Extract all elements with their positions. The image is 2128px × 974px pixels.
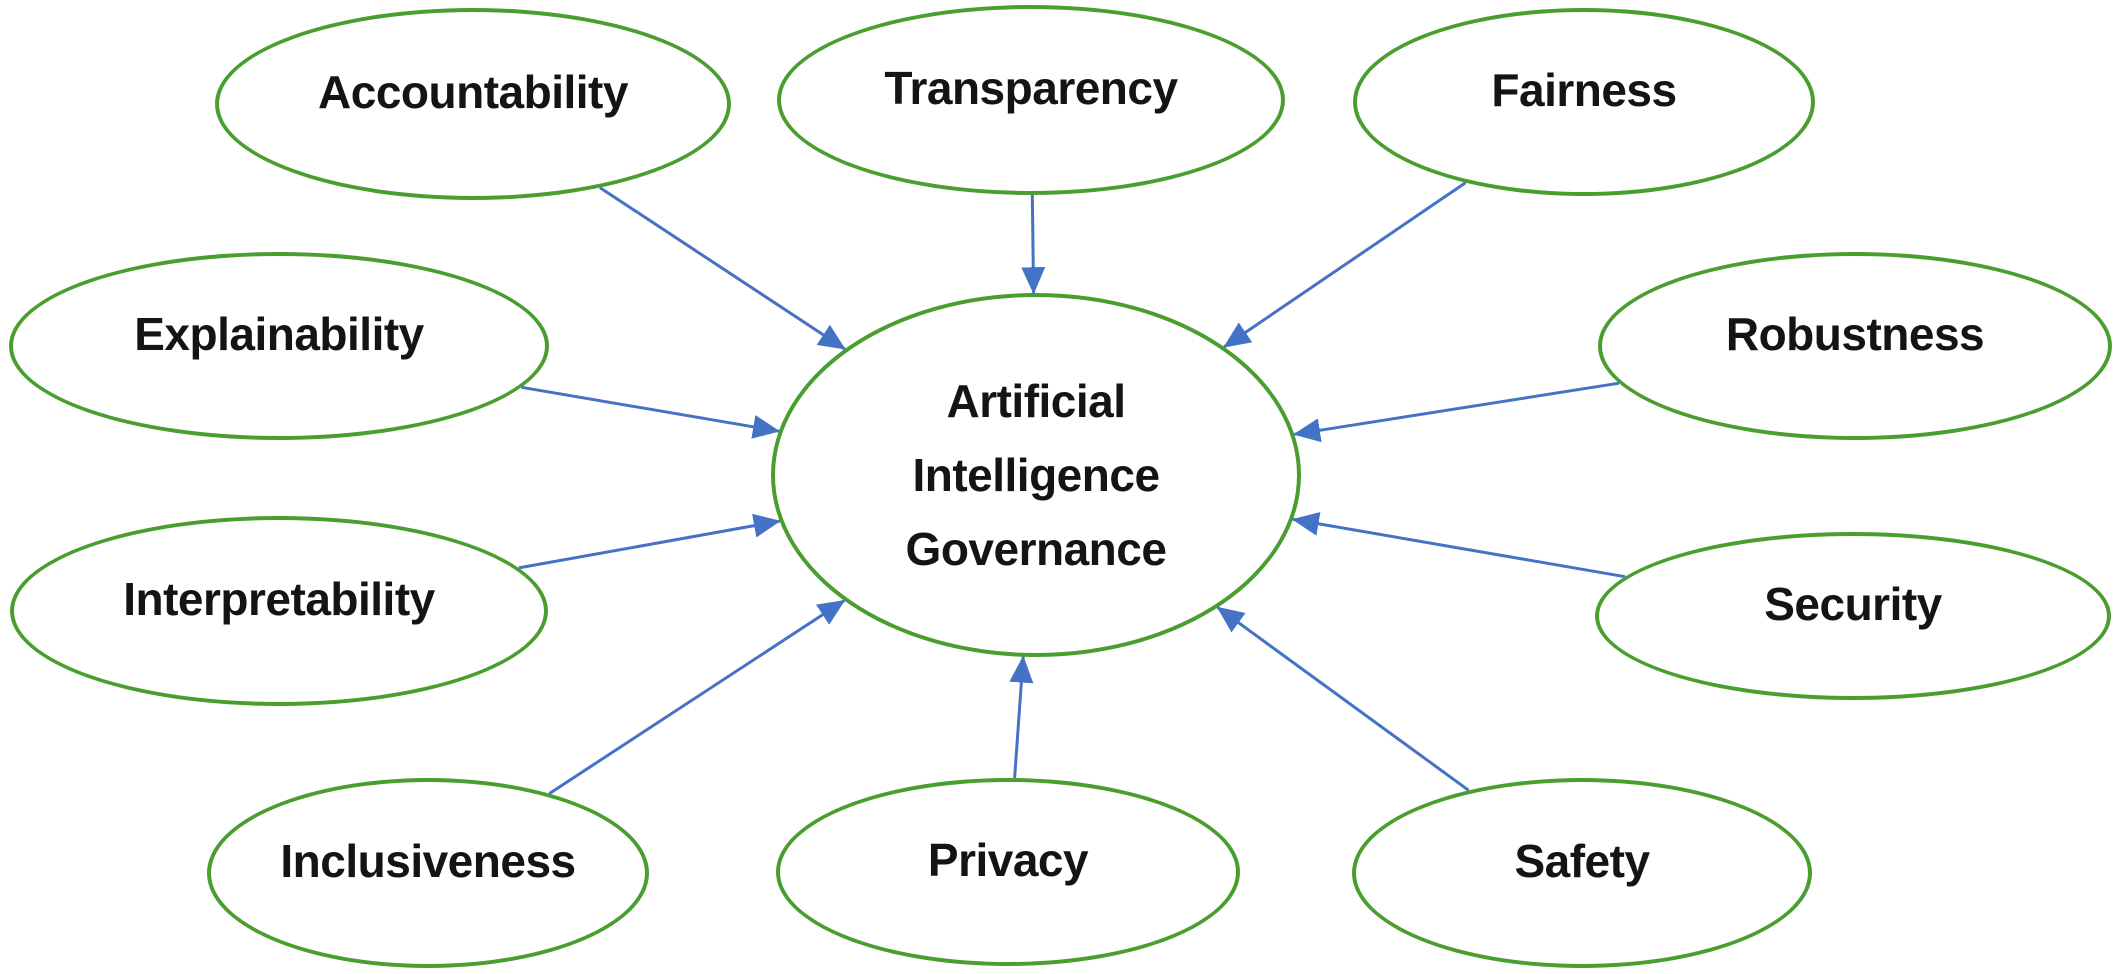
node-accountability: Accountability [215,8,731,200]
arrow-explainability [521,385,780,439]
node-fairness: Fairness [1353,8,1815,196]
node-label-interpretability: Interpretability [123,573,435,625]
node-interpretability: Interpretability [10,516,548,706]
arrow-safety [1216,606,1470,792]
arrow-robustness [1293,381,1620,443]
node-label-privacy: Privacy [927,834,1089,886]
node-label-accountability: Accountability [318,66,628,118]
node-inclusiveness: Inclusiveness [207,778,649,968]
node-label-fairness: Fairness [1491,64,1677,116]
center-label-line: Intelligence [912,449,1160,501]
node-privacy: Privacy [776,778,1240,966]
arrow-interpretability [518,513,781,570]
arrow-privacy [1009,655,1034,779]
node-security: Security [1595,532,2111,700]
node-label-safety: Safety [1514,835,1650,887]
arrow-fairness [1223,181,1467,349]
node-label-explainability: Explainability [134,308,424,360]
center-label-line: Governance [905,523,1167,575]
node-label-inclusiveness: Inclusiveness [280,835,576,887]
node-safety: Safety [1352,778,1812,968]
node-label-transparency: Transparency [884,62,1178,114]
node-label-robustness: Robustness [1725,308,1985,360]
arrow-security [1291,511,1626,579]
node-label-security: Security [1764,578,1942,630]
node-transparency: Transparency [777,5,1285,195]
arrow-inclusiveness [548,599,846,795]
center-label-line: Artificial [946,375,1126,427]
arrow-accountability [599,186,846,351]
node-explainability: Explainability [9,252,549,440]
node-robustness: Robustness [1598,252,2112,440]
arrow-transparency [1021,194,1046,295]
